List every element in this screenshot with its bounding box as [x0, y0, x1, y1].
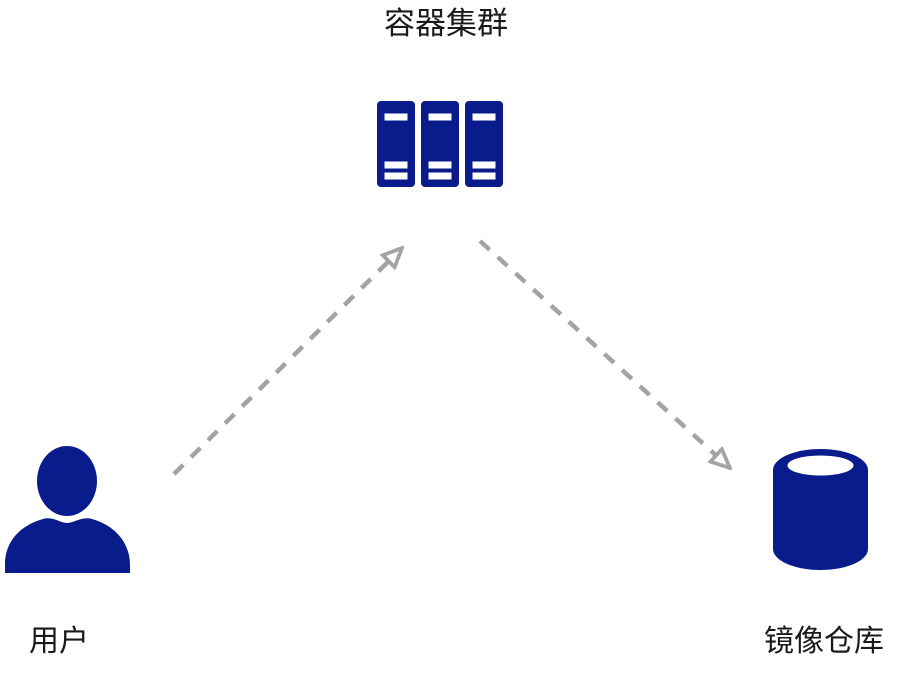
cylinder-opening [787, 455, 854, 476]
arrow-cluster-to-registry [478, 239, 730, 468]
arrow-user-to-cluster [172, 248, 402, 476]
user-label: 用户 [29, 625, 89, 658]
person-head [37, 446, 97, 516]
server-tower [377, 101, 415, 187]
server-tower [421, 101, 459, 187]
cylinder-body [773, 449, 868, 570]
registry-label: 镜像仓库 [764, 625, 884, 658]
person-shoulders [5, 518, 130, 573]
server-tower [465, 101, 503, 187]
server-rack-icon [377, 101, 503, 187]
cluster-label: 容器集群 [384, 6, 508, 41]
database-cylinder-icon [773, 449, 868, 570]
person-icon [5, 446, 130, 573]
